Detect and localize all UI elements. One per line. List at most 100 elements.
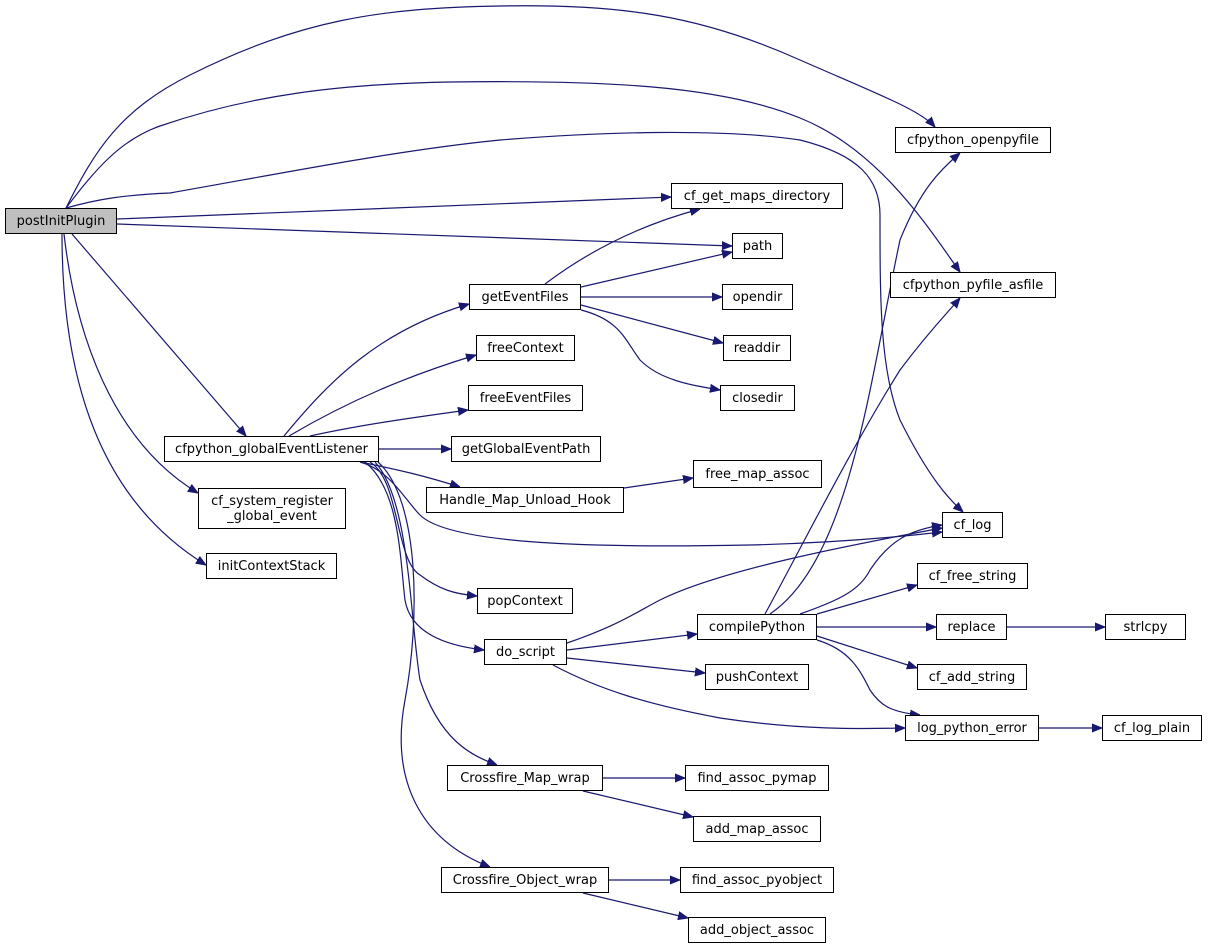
node-label: compilePython	[708, 619, 806, 635]
node-label: initContextStack	[217, 558, 326, 574]
edge-cfpython_globalEventListener-to-popContext	[369, 461, 477, 596]
node-label: postInitPlugin	[16, 213, 106, 229]
node-cf_add_string[interactable]: cf_add_string	[917, 664, 1027, 690]
edge-cfpython_globalEventListener-to-freeContext	[288, 355, 476, 437]
node-label: log_python_error	[917, 720, 1027, 736]
edge-cfpython_globalEventListener-to-getEventFiles	[283, 304, 469, 437]
node-label: cfpython_openpyfile	[907, 132, 1039, 148]
node-label: getEventFiles	[481, 289, 569, 305]
node-initContextStack[interactable]: initContextStack	[206, 553, 337, 579]
node-getGlobalEventPath[interactable]: getGlobalEventPath	[451, 436, 601, 462]
node-cfpython_pyfile_asfile[interactable]: cfpython_pyfile_asfile	[890, 272, 1056, 298]
node-label: closedir	[732, 390, 783, 406]
node-cfpython_openpyfile[interactable]: cfpython_openpyfile	[895, 127, 1051, 153]
edge-postInitPlugin-to-cf_get_maps_directory	[116, 197, 671, 220]
node-label: free_map_assoc	[705, 466, 810, 482]
edge-cfpython_globalEventListener-to-cf_log	[359, 461, 942, 547]
edge-compilePython-to-cfpython_pyfile_asfile	[764, 298, 960, 615]
node-cf_log[interactable]: cf_log	[942, 512, 1003, 538]
edge-cfpython_globalEventListener-to-Crossfire_Object_wrap	[377, 461, 490, 867]
node-label: opendir	[732, 289, 783, 305]
edge-Handle_Map_Unload_Hook-to-free_map_assoc	[623, 478, 693, 489]
node-label: cfpython_pyfile_asfile	[902, 277, 1044, 293]
node-label: find_assoc_pymap	[697, 770, 817, 786]
node-cf_log_plain[interactable]: cf_log_plain	[1102, 715, 1202, 741]
node-freeContext[interactable]: freeContext	[476, 335, 575, 361]
edge-getEventFiles-to-cf_get_maps_directory	[544, 209, 700, 285]
node-find_assoc_pyobject[interactable]: find_assoc_pyobject	[680, 867, 834, 893]
node-label: cf_log	[953, 517, 992, 533]
node-label-line-1: cf_system_register	[211, 493, 333, 509]
node-label: pushContext	[715, 669, 799, 685]
edge-postInitPlugin-to-cfpython_pyfile_asfile	[65, 81, 960, 272]
edge-compilePython-to-cf_log	[799, 525, 942, 615]
node-label: freeEventFiles	[479, 390, 572, 406]
node-label: cf_log_plain	[1113, 720, 1191, 736]
edge-getEventFiles-to-closedir	[580, 309, 720, 390]
node-strlcpy[interactable]: strlcpy	[1105, 614, 1186, 640]
node-label: popContext	[487, 593, 563, 609]
node-label: cfpython_globalEventListener	[175, 441, 368, 457]
node-label: freeContext	[487, 340, 564, 356]
node-label: find_assoc_pyobject	[691, 872, 823, 888]
edge-cfpython_globalEventListener-to-Crossfire_Map_wrap	[374, 461, 497, 765]
node-Handle_Map_Unload_Hook[interactable]: Handle_Map_Unload_Hook	[426, 487, 624, 513]
edge-postInitPlugin-to-cf_system_register_global_event	[63, 233, 198, 493]
node-cf_system_register_global_event[interactable]: cf_system_register _global_event	[198, 488, 346, 529]
edge-do_script-to-pushContext	[566, 657, 705, 673]
node-add_object_assoc[interactable]: add_object_assoc	[688, 917, 826, 943]
node-label: add_map_assoc	[705, 821, 809, 837]
node-compilePython[interactable]: compilePython	[697, 614, 817, 640]
node-popContext[interactable]: popContext	[477, 588, 573, 614]
node-label: cf_get_maps_directory	[683, 188, 831, 204]
node-closedir[interactable]: closedir	[720, 385, 795, 411]
node-getEventFiles[interactable]: getEventFiles	[469, 284, 581, 310]
edge-do_script-to-cf_log	[566, 528, 942, 644]
node-label: Crossfire_Object_wrap	[452, 872, 598, 888]
node-Crossfire_Map_wrap[interactable]: Crossfire_Map_wrap	[447, 765, 603, 791]
edge-compilePython-to-cfpython_openpyfile	[769, 153, 960, 615]
node-free_map_assoc[interactable]: free_map_assoc	[693, 460, 822, 488]
edge-compilePython-to-cf_free_string	[816, 585, 917, 615]
node-find_assoc_pymap[interactable]: find_assoc_pymap	[685, 765, 829, 791]
node-Crossfire_Object_wrap[interactable]: Crossfire_Object_wrap	[441, 867, 609, 893]
node-pushContext[interactable]: pushContext	[705, 664, 809, 690]
edge-do_script-to-log_python_error	[552, 664, 905, 729]
node-cf_free_string[interactable]: cf_free_string	[917, 563, 1028, 589]
edge-cfpython_globalEventListener-to-freeEventFiles	[309, 410, 468, 437]
edge-getEventFiles-to-path	[580, 252, 732, 288]
edge-do_script-to-compilePython	[566, 634, 697, 651]
edge-postInitPlugin-to-initContextStack	[61, 233, 206, 565]
edge-cfpython_globalEventListener-to-Handle_Map_Unload_Hook	[359, 461, 460, 487]
node-label: cf_add_string	[928, 669, 1016, 685]
edge-cfpython_globalEventListener-to-do_script	[364, 461, 484, 650]
node-postInitPlugin: postInitPlugin	[5, 208, 117, 234]
node-label: path	[742, 238, 773, 254]
node-opendir[interactable]: opendir	[722, 284, 793, 310]
node-label: Handle_Map_Unload_Hook	[439, 492, 611, 508]
node-label: cf_free_string	[928, 568, 1017, 584]
node-label: strlcpy	[1123, 619, 1168, 635]
edge-compilePython-to-log_python_error	[816, 639, 920, 715]
edge-Crossfire_Map_wrap-to-add_map_assoc	[582, 790, 693, 817]
edge-postInitPlugin-to-path	[116, 223, 732, 246]
edge-Crossfire_Object_wrap-to-add_object_assoc	[582, 892, 688, 918]
node-readdir[interactable]: readdir	[723, 335, 791, 361]
node-add_map_assoc[interactable]: add_map_assoc	[693, 816, 821, 842]
node-label-line-2: _global_event	[227, 508, 317, 524]
node-do_script[interactable]: do_script	[484, 639, 567, 665]
node-cfpython_globalEventListener[interactable]: cfpython_globalEventListener	[164, 436, 379, 462]
node-label: getGlobalEventPath	[461, 441, 591, 457]
node-label: Crossfire_Map_wrap	[460, 770, 590, 786]
node-path[interactable]: path	[732, 233, 783, 259]
node-freeEventFiles[interactable]: freeEventFiles	[468, 385, 583, 411]
node-label: replace	[947, 619, 996, 635]
edge-postInitPlugin-to-cf_log	[65, 131, 963, 512]
node-log_python_error[interactable]: log_python_error	[905, 715, 1039, 741]
edge-getEventFiles-to-readdir	[580, 304, 723, 343]
node-cf_get_maps_directory[interactable]: cf_get_maps_directory	[671, 183, 843, 209]
node-replace[interactable]: replace	[936, 614, 1007, 640]
node-label: add_object_assoc	[699, 922, 815, 938]
